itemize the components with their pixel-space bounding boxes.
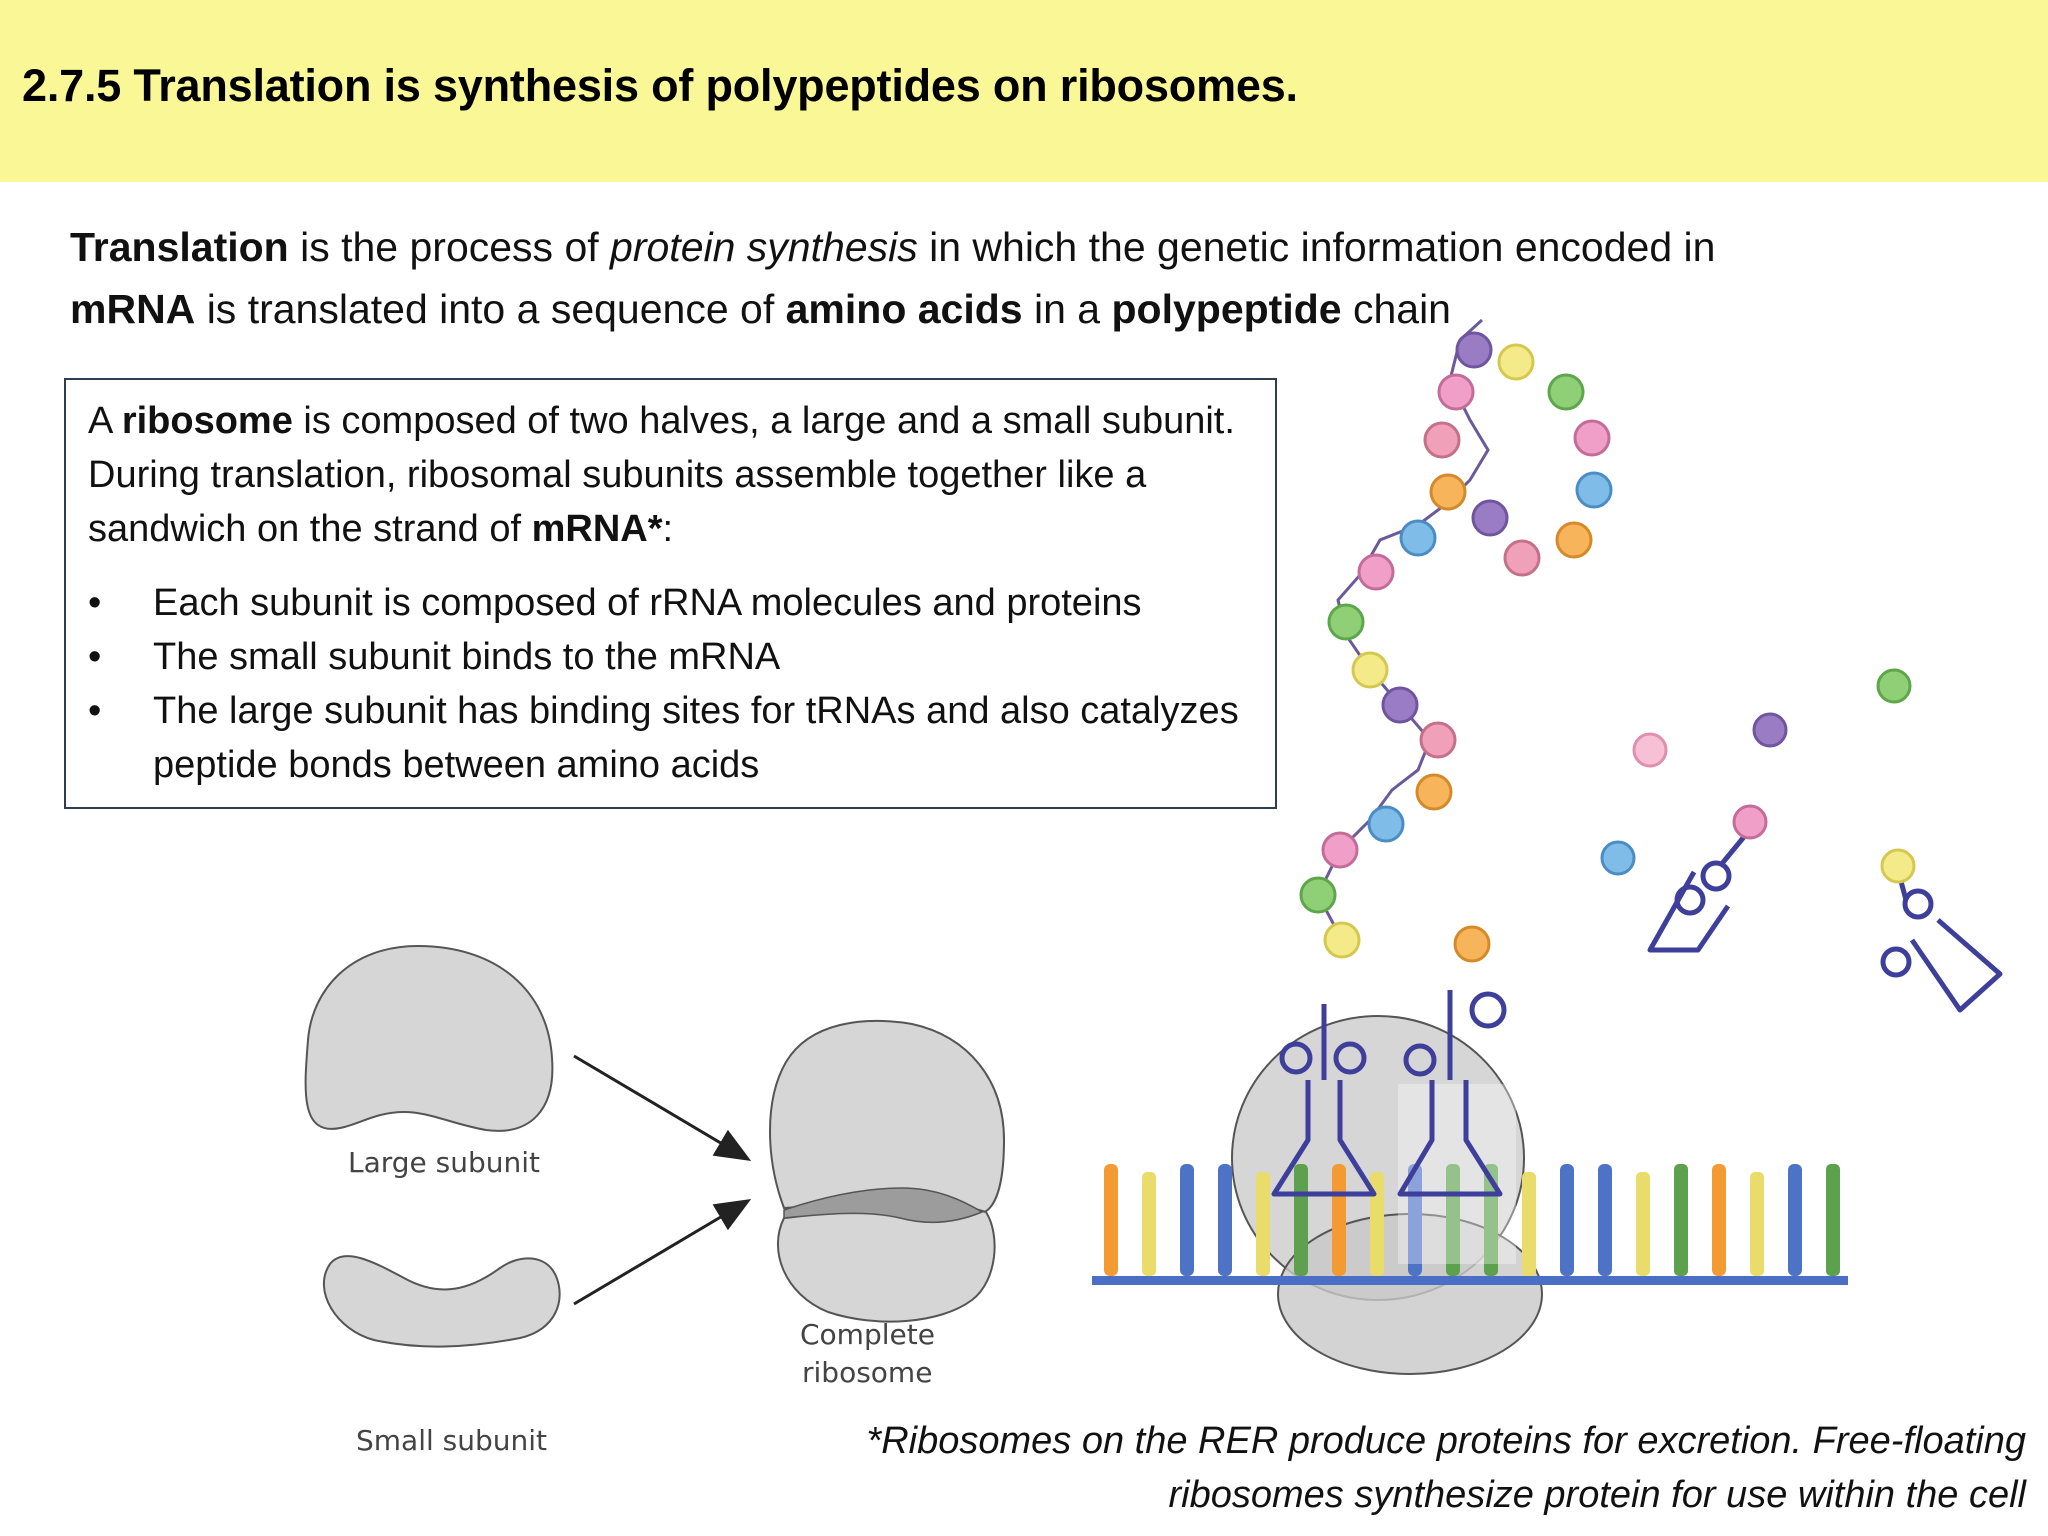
intro-text: is translated into a sequence of [195, 286, 786, 332]
large-subunit-label: Large subunit [348, 1146, 541, 1179]
subunit-assembly-diagram [304, 944, 1006, 1348]
intro-paragraph: Translation is the process of protein sy… [70, 216, 2000, 340]
list-item: The small subunit binds to the mRNA [88, 630, 1255, 684]
small-subunit-shape [323, 1255, 561, 1348]
term-protein-synthesis: protein synthesis [610, 224, 918, 270]
footnote-line2: ribosomes synthesize protein for use wit… [1168, 1474, 2026, 1516]
term-ribosome: ribosome [121, 400, 293, 442]
translation-illustration [1092, 318, 2003, 1375]
term-translation: Translation [70, 224, 289, 270]
box-text: A [88, 400, 122, 442]
complete-ribosome-label-line1: Complete [800, 1318, 935, 1351]
arrow-large-to-complete [573, 1054, 752, 1162]
intro-text: is the process of [288, 224, 611, 270]
intro-text: in a [1022, 286, 1112, 332]
title-bar: 2.7.5 Translation is synthesis of polype… [0, 0, 2048, 182]
small-subunit-label: Small subunit [356, 1424, 548, 1457]
trna-free-1 [1647, 830, 1750, 953]
box-text: is composed of two halves, a large and a… [88, 400, 1235, 550]
complete-ribosome-label-line2: ribosome [802, 1356, 933, 1389]
subunit-facts-list: Each subunit is composed of rRNA molecul… [88, 576, 1255, 792]
term-mrna-star: mRNA* [531, 508, 663, 550]
ribosome-description: A ribosome is composed of two halves, a … [88, 394, 1255, 556]
term-mrna: mRNA [70, 286, 196, 332]
box-text: : [662, 508, 674, 550]
footnote-line1: *Ribosomes on the RER produce proteins f… [866, 1420, 2026, 1462]
term-amino-acids: amino acids [785, 286, 1023, 332]
free-amino-acids [1600, 668, 1916, 884]
trna-bound-2 [1397, 990, 1507, 1197]
mrna-strand [1092, 1276, 1848, 1285]
ribosome-active-site [1398, 1084, 1516, 1264]
polypeptide-chain [1299, 318, 1613, 963]
arrow-small-to-complete [573, 1198, 752, 1306]
list-item: The large subunit has binding sites for … [88, 684, 1255, 792]
trna-bound-1 [1271, 1004, 1377, 1197]
intro-text: chain [1341, 286, 1451, 332]
ribosome-info-box: A ribosome is composed of two halves, a … [64, 378, 1277, 809]
subunit-overlap [783, 1187, 984, 1223]
list-item: Each subunit is composed of rRNA molecul… [88, 576, 1255, 630]
slide-title: 2.7.5 Translation is synthesis of polype… [22, 60, 1298, 111]
intro-text: in which the genetic information encoded… [917, 224, 1716, 270]
large-subunit-shape [304, 944, 554, 1132]
trna-free-2 [1880, 869, 2003, 1013]
term-polypeptide: polypeptide [1111, 286, 1342, 332]
footnote: *Ribosomes on the RER produce proteins f… [626, 1414, 2026, 1522]
complete-large-subunit-shape [769, 1019, 1006, 1216]
